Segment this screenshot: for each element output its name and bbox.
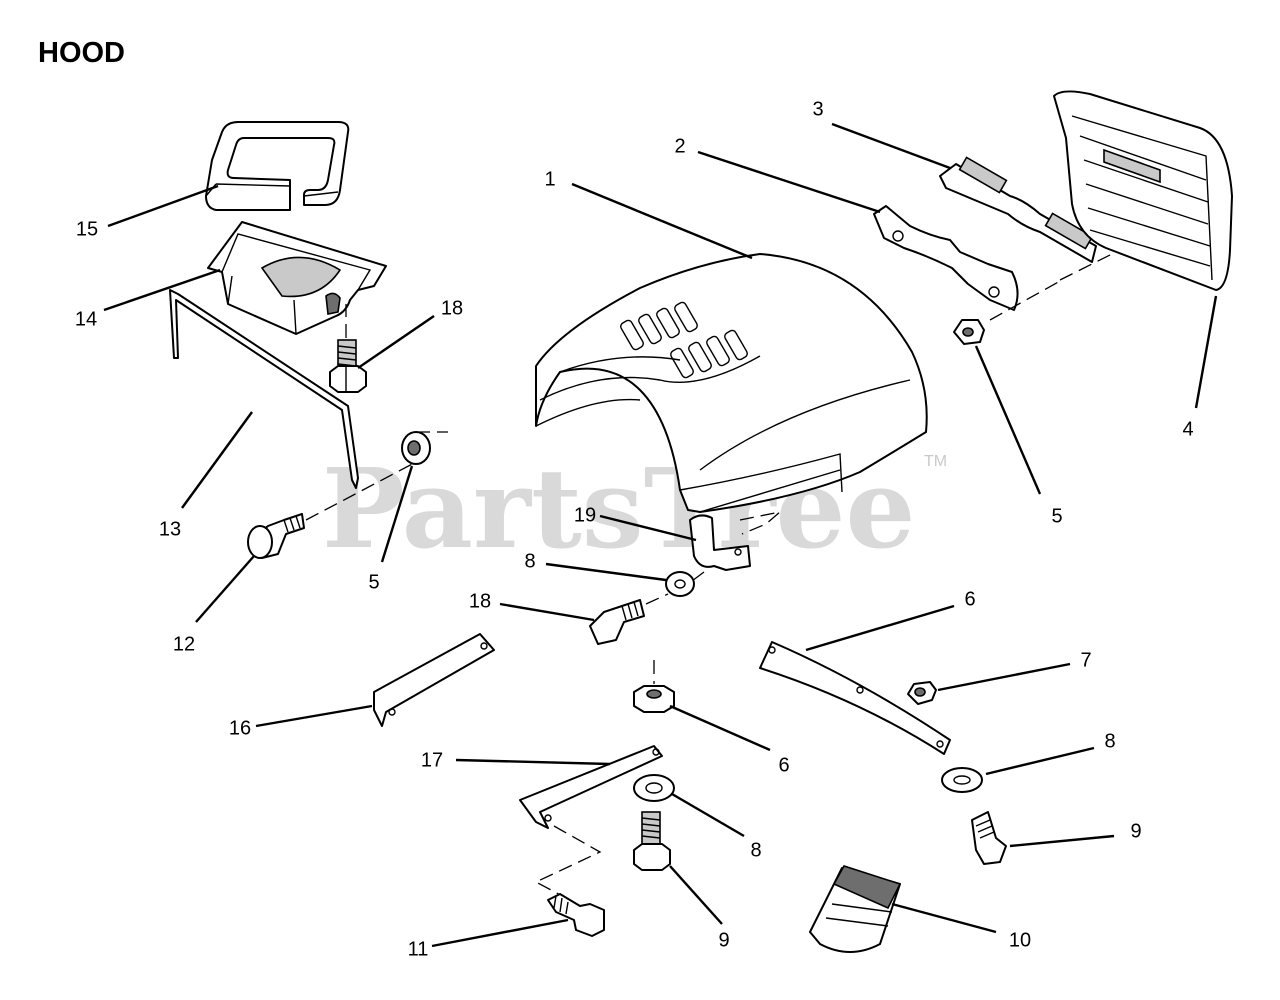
part-14-tray[interactable] [207,221,387,335]
callout-9-center: 9 [718,929,729,951]
watermark-trademark: TM [924,453,947,470]
callout-15: 15 [76,218,98,240]
callout-19: 19 [574,504,596,526]
callout-5-left: 5 [368,571,379,593]
part-8-washer-right[interactable] [941,767,983,793]
part-13-support-rod[interactable] [169,289,359,489]
part-18-bolt-upper[interactable] [329,339,367,393]
part-19-bracket[interactable] [689,514,751,571]
callout-4: 4 [1182,418,1193,440]
part-6-bar-right[interactable] [759,641,951,755]
dash-17-11 [534,825,602,899]
part-9-bolt-center[interactable] [633,811,671,871]
callout-8-right: 8 [1104,730,1115,752]
part-4-grille[interactable] [1053,90,1233,291]
callout-6-bar: 6 [964,588,975,610]
part-16-hood-bracket[interactable] [373,633,495,727]
callout-10: 10 [1009,929,1031,951]
part-5-nut-right[interactable] [953,319,985,345]
part-18-bolt-center[interactable] [589,599,645,645]
callout-3: 3 [812,98,823,120]
dash-12-5 [305,431,448,521]
part-10-mesh-screen[interactable] [809,865,902,953]
callout-7: 7 [1080,649,1091,671]
dash-18-center [645,593,669,605]
part-3-grille-mount[interactable] [939,156,1097,263]
part-15-seal[interactable] [205,121,350,211]
callout-13: 13 [159,518,181,540]
dash-5-right [989,249,1121,321]
callout-8-lower: 8 [750,839,761,861]
callout-2: 2 [674,135,685,157]
callout-17: 17 [421,749,443,771]
callout-1: 1 [544,168,555,190]
part-1-hood-shell[interactable] [535,253,928,513]
part-11-bolt[interactable] [547,893,605,937]
part-17-plate[interactable] [519,745,663,829]
leader-lines [103,122,1218,948]
diagram-title: HOOD [38,37,125,69]
part-5-nut-left[interactable] [401,431,431,465]
callout-11: 11 [408,938,429,960]
callout-8-center: 8 [524,550,535,572]
callout-labels: 1 2 3 4 5 5 6 6 7 8 8 8 9 9 10 11 12 13 … [75,98,1194,960]
callout-5-right: 5 [1051,505,1062,527]
hood-vent-slots [620,301,748,379]
part-6-nut-center[interactable] [633,685,675,713]
part-8-washer-lower[interactable] [633,774,675,802]
part-9-bolt-right[interactable] [971,811,1007,865]
callout-16: 16 [229,717,251,739]
part-2-grille-bracket[interactable] [873,205,1019,311]
part-12-shoulder-bolt[interactable] [247,513,305,559]
callout-9-right: 9 [1130,820,1141,842]
part-7-nut[interactable] [907,681,937,705]
callout-18-upper: 18 [441,297,463,319]
part-8-washer-center[interactable] [665,571,695,597]
callout-12: 12 [173,633,195,655]
callout-6-nut: 6 [778,754,789,776]
callout-14: 14 [75,308,97,330]
callout-18-center: 18 [469,590,491,612]
